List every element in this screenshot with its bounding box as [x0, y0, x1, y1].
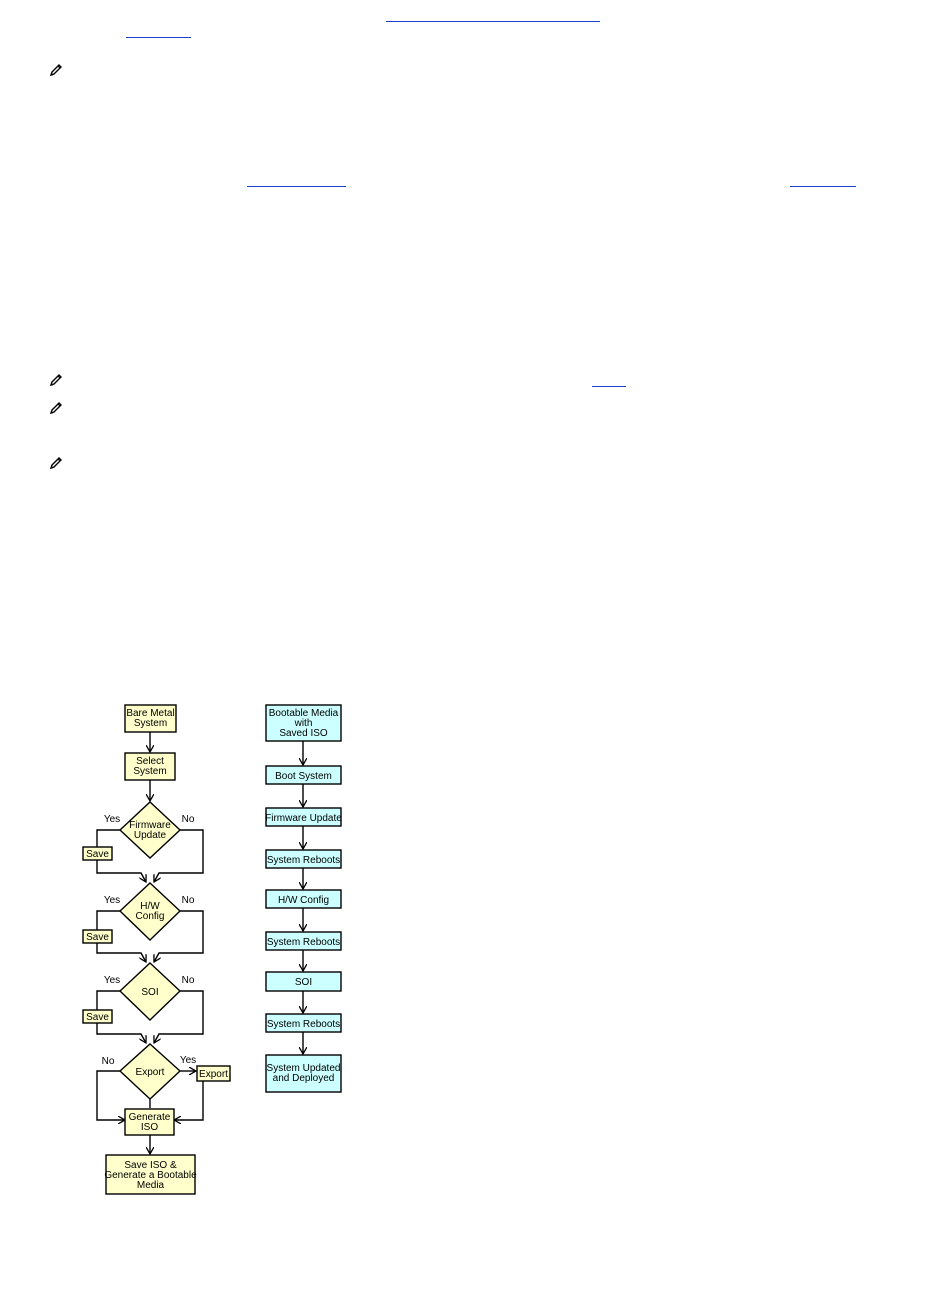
system-reboots-label: System Reboots	[267, 1019, 340, 1030]
no-label: No	[182, 975, 195, 986]
pencil-note-icon	[49, 457, 62, 470]
yes-label: Yes	[104, 814, 120, 825]
export-box-label: Export	[199, 1069, 228, 1080]
save-label: Save	[86, 932, 109, 943]
connector	[154, 910, 204, 962]
save-label: Save	[86, 1012, 109, 1023]
connector	[174, 1081, 204, 1120]
bare-metal-box	[124, 704, 177, 733]
save-label: Save	[86, 849, 109, 860]
select-system-box	[124, 752, 176, 781]
link-underline-2[interactable]	[126, 37, 191, 38]
firmware-update-label: Firmware Update	[265, 813, 342, 824]
connector	[96, 910, 120, 930]
system-reboots-label: System Reboots	[267, 855, 340, 866]
no-label: No	[182, 895, 195, 906]
link-underline-3[interactable]	[247, 186, 346, 187]
hw-config-label: H/W Config	[278, 895, 329, 906]
connector	[96, 943, 146, 962]
firmware-update-decision	[118, 801, 182, 859]
yes-label: Yes	[104, 975, 120, 986]
pencil-note-icon	[49, 64, 62, 77]
export-decision-label: Export	[136, 1067, 165, 1078]
pencil-note-icon	[49, 374, 62, 387]
connector	[154, 990, 204, 1043]
export-box	[196, 1065, 231, 1082]
no-label: No	[182, 814, 195, 825]
connector	[96, 860, 146, 882]
connector	[96, 1070, 125, 1120]
bootable-media-box	[265, 704, 342, 742]
no-label: No	[102, 1056, 115, 1067]
soi-label: SOI	[295, 977, 312, 988]
connector	[96, 829, 120, 847]
yes-label: Yes	[104, 895, 120, 906]
link-underline-1[interactable]	[386, 21, 600, 22]
soi-decision	[118, 962, 182, 1021]
link-underline-5[interactable]	[592, 386, 626, 387]
connector	[96, 990, 120, 1010]
system-reboots-label: System Reboots	[267, 937, 340, 948]
save-iso-box	[105, 1154, 196, 1195]
link-underline-4[interactable]	[790, 186, 856, 187]
pencil-note-icon	[49, 402, 62, 415]
connector	[96, 1023, 146, 1043]
connector	[154, 829, 204, 882]
system-deployed-box	[265, 1054, 342, 1093]
soi-label: SOI	[141, 987, 158, 998]
boot-system-label: Boot System	[275, 771, 332, 782]
yes-label: Yes	[180, 1055, 196, 1066]
hw-config-decision	[118, 882, 182, 941]
